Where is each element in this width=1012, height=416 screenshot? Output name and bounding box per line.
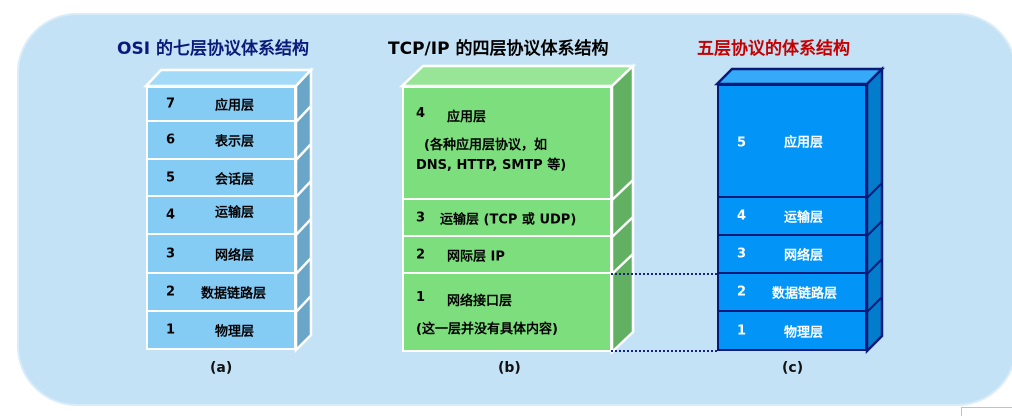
layer-number: 3	[416, 210, 426, 225]
layer-number: 3	[166, 246, 176, 261]
five-layer-caption: (c)	[782, 360, 804, 376]
layer-label: 数据链路层	[772, 286, 838, 302]
layer-note-line1: (这一层并没有具体内容)	[416, 322, 558, 337]
layer-note-line1: (各种应用层协议，如	[424, 138, 547, 153]
dotted-connector-bottom	[611, 350, 717, 352]
layer-number: 7	[166, 96, 176, 112]
tcpip-layer-4: 4 应用层 (各种应用层协议，如 DNS, HTTP, SMTP 等)	[402, 86, 612, 200]
tcpip-layer-2: 2 网际层 IP	[402, 237, 612, 274]
osi-layer-3: 3 网络层	[146, 235, 296, 274]
tcpip-title: TCP/IP 的四层协议体系结构	[388, 39, 609, 59]
layer-note-line2: DNS, HTTP, SMTP 等)	[416, 158, 567, 173]
five-layer-2: 2 数据链路层	[717, 274, 867, 312]
five-layer-1: 1 物理层	[717, 312, 867, 351]
layer-number: 4	[166, 207, 176, 223]
layer-number: 5	[737, 135, 747, 151]
layer-label: 运输层 (TCP 或 UDP)	[440, 212, 577, 227]
osi-caption: (a)	[210, 360, 233, 376]
layer-label: 物理层	[784, 325, 824, 340]
osi-layer-2: 2 数据链路层	[146, 274, 296, 312]
five-layer-title: 五层协议的体系结构	[697, 39, 850, 59]
layer-number: 2	[166, 284, 176, 300]
tcpip-layer-3: 3 运输层 (TCP 或 UDP)	[402, 200, 612, 237]
osi-layer-1: 1 物理层	[146, 312, 296, 350]
layer-label: 会话层	[215, 172, 255, 187]
layer-label: 表示层	[215, 134, 255, 150]
layer-number: 4	[737, 208, 747, 224]
layer-number: 3	[737, 246, 747, 262]
five-layer-5: 5 应用层	[717, 84, 867, 198]
layer-label: 运输层	[215, 205, 255, 221]
layer-label: 应用层	[784, 135, 824, 151]
layer-label: 应用层	[215, 98, 255, 114]
osi-layer-7: 7 应用层	[146, 86, 296, 122]
layer-number: 6	[166, 132, 176, 148]
osi-layer-6: 6 表示层	[146, 122, 296, 160]
layer-number: 2	[737, 284, 747, 300]
osi-layer-5: 5 会话层	[146, 160, 296, 197]
tcpip-caption: (b)	[498, 360, 521, 376]
five-layer-4: 4 运输层	[717, 198, 867, 236]
layer-number: 1	[166, 322, 176, 338]
layer-label: 数据链路层	[201, 286, 267, 302]
layer-label: 网络层	[784, 248, 824, 264]
layer-number: 1	[416, 290, 426, 305]
five-layer-3: 3 网络层	[717, 236, 867, 274]
layer-number: 2	[416, 247, 426, 262]
osi-layer-4: 4 运输层	[146, 197, 296, 235]
dotted-connector-top	[611, 273, 717, 275]
layer-label: 网际层 IP	[447, 249, 505, 264]
layer-label: 物理层	[215, 324, 255, 340]
layer-label: 网络接口层	[447, 294, 513, 309]
layer-label: 应用层	[447, 110, 487, 125]
tcpip-layer-1: 1 网络接口层 (这一层并没有具体内容)	[402, 274, 612, 352]
layer-number: 1	[737, 323, 747, 338]
layer-number: 4	[416, 106, 426, 121]
osi-title: OSI 的七层协议体系结构	[117, 39, 309, 59]
layer-number: 5	[166, 170, 176, 185]
layer-label: 运输层	[784, 210, 824, 226]
layer-label: 网络层	[215, 248, 255, 263]
